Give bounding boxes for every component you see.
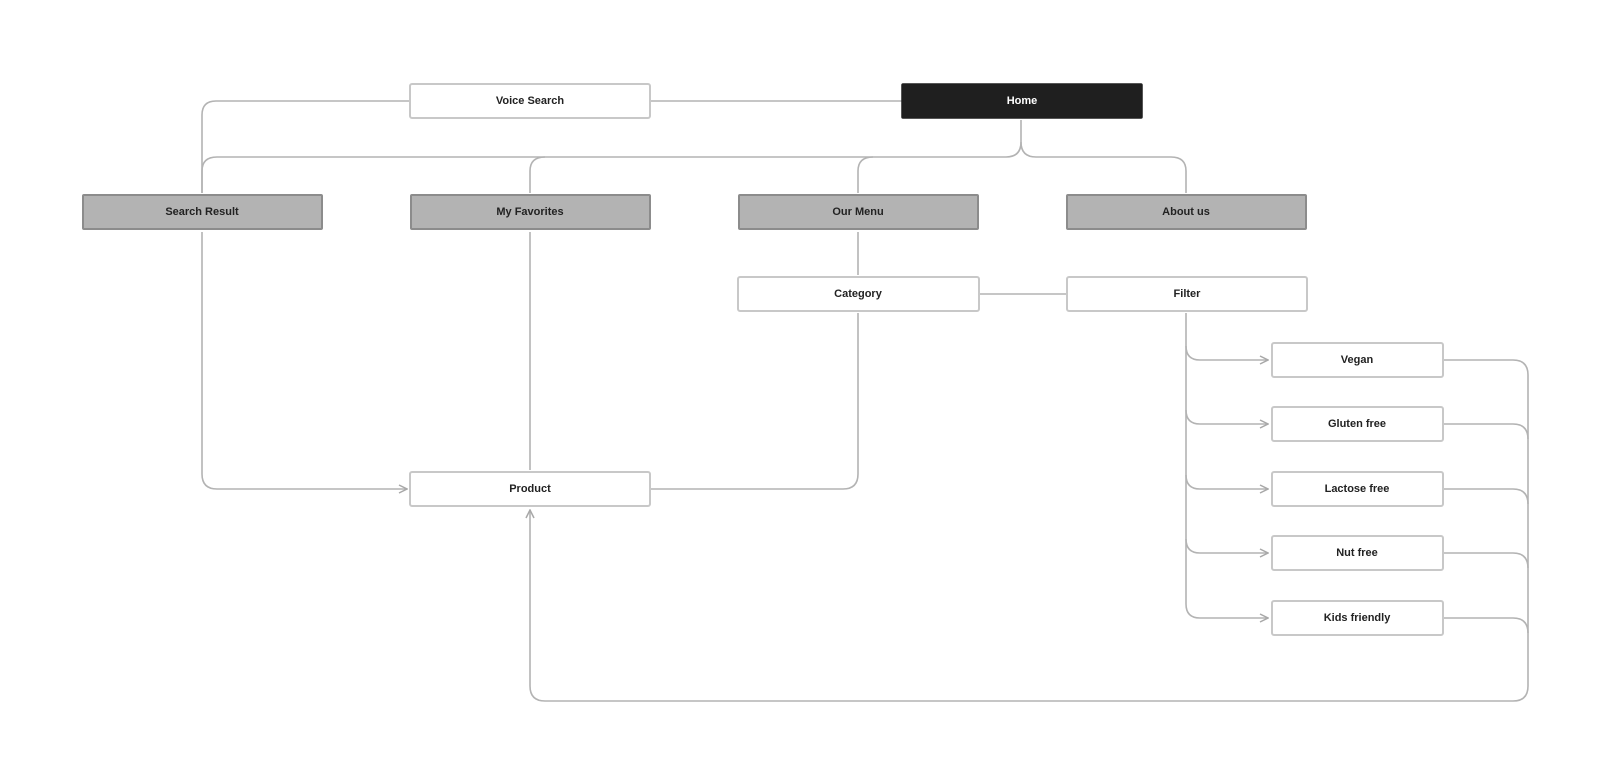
node-product[interactable]: Product (409, 471, 651, 507)
node-filter[interactable]: Filter (1066, 276, 1308, 312)
edge-filter-kids-friendly (1185, 539, 1268, 618)
edge-voice-search-search-result (201, 100, 409, 193)
node-vegan-label: Vegan (1341, 354, 1374, 366)
edge-category-product (651, 313, 859, 490)
node-nut-free[interactable]: Nut free (1271, 535, 1444, 571)
edge-gluten-free-return (1444, 423, 1529, 440)
node-filter-label: Filter (1174, 288, 1202, 300)
node-voice-search[interactable]: Voice Search (409, 83, 651, 119)
node-about-us[interactable]: About us (1066, 194, 1307, 230)
node-lactose-free-label: Lactose free (1325, 483, 1390, 495)
edge-nut-free-return (1444, 552, 1529, 569)
node-my-favorites-label: My Favorites (496, 206, 563, 218)
edge-kids-friendly-return (1444, 617, 1529, 634)
edge-filter-vegan (1185, 313, 1268, 360)
node-search-result-label: Search Result (165, 206, 239, 218)
edge-filter-nut-free (1185, 475, 1268, 553)
edge-lactose-free-return (1444, 488, 1529, 505)
node-gluten-free[interactable]: Gluten free (1271, 406, 1444, 442)
edge-home-my-favorites (529, 156, 546, 193)
node-lactose-free[interactable]: Lactose free (1271, 471, 1444, 507)
edge-search-result-product (201, 232, 407, 489)
node-gluten-free-label: Gluten free (1328, 418, 1386, 430)
node-my-favorites[interactable]: My Favorites (410, 194, 651, 230)
node-product-label: Product (509, 483, 551, 495)
node-search-result[interactable]: Search Result (82, 194, 323, 230)
edge-filter-gluten-free (1185, 346, 1268, 424)
node-home-label: Home (1007, 95, 1038, 107)
node-about-us-label: About us (1162, 206, 1210, 218)
node-vegan[interactable]: Vegan (1271, 342, 1444, 378)
node-our-menu[interactable]: Our Menu (738, 194, 979, 230)
node-nut-free-label: Nut free (1336, 547, 1378, 559)
edge-home-about-us (1020, 141, 1187, 193)
node-home[interactable]: Home (901, 83, 1143, 119)
edge-home-search-result (201, 120, 1022, 193)
node-category-label: Category (834, 288, 883, 300)
node-voice-search-label: Voice Search (496, 95, 565, 107)
node-category[interactable]: Category (737, 276, 980, 312)
edge-vegan-return (530, 359, 1529, 702)
edge-filter-lactose-free (1185, 410, 1268, 489)
edge-home-our-menu (857, 156, 874, 193)
node-kids-friendly-label: Kids friendly (1324, 612, 1392, 624)
node-our-menu-label: Our Menu (832, 206, 883, 218)
node-kids-friendly[interactable]: Kids friendly (1271, 600, 1444, 636)
